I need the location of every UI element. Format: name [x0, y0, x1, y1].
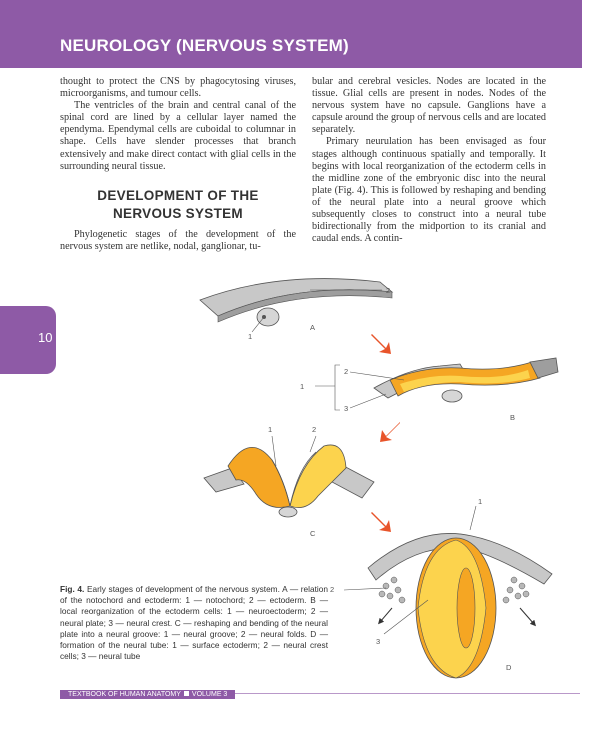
stage-d-label-2: 2: [330, 585, 334, 594]
stage-c-label-1: 1: [268, 425, 272, 434]
right-paragraph-2: Primary neurulation has been envisaged a…: [312, 136, 546, 245]
section-heading-line-2: NERVOUS SYSTEM: [113, 205, 243, 221]
stage-a-letter: A: [310, 323, 315, 332]
footer-book-bar: TEXTBOOK OF HUMAN ANATOMY VOLUME 3: [60, 690, 236, 699]
stage-c-notochord: [278, 506, 298, 518]
stage-d-surface-ectoderm: [367, 533, 553, 585]
chapter-title: NEUROLOGY (NERVOUS SYSTEM): [60, 36, 349, 55]
left-text-column: thought to protect the CNS by phagocytos…: [60, 76, 296, 253]
stage-d-label-1: 1: [478, 497, 482, 506]
stage-b-neural-plate-inner: [400, 370, 530, 392]
stage-b-letter: B: [510, 413, 515, 422]
right-text-column: bular and cerebral vesicles. Nodes are l…: [312, 76, 546, 245]
section-heading: DEVELOPMENT OF THE NERVOUS SYSTEM: [60, 187, 296, 223]
stage-d-neural-crest-cells: [378, 576, 530, 604]
footer-rule: [60, 693, 580, 694]
stage-arrow-3: [371, 512, 391, 532]
stage-arrow-2: [380, 422, 400, 442]
left-paragraph-2: The ventricles of the brain and central …: [60, 100, 296, 172]
left-paragraph-1: thought to protect the CNS by phagocytos…: [60, 76, 296, 100]
stage-c-label-2: 2: [312, 425, 316, 434]
stage-c-letter: C: [310, 529, 316, 538]
stage-c-diagram: 1 2 C: [203, 425, 375, 538]
stage-d-letter: D: [506, 663, 512, 672]
stage-b-label-1: 1: [300, 382, 304, 391]
section-heading-line-1: DEVELOPMENT OF THE: [97, 187, 259, 203]
stage-c-neural-fold-right: [289, 444, 347, 509]
stage-b-label-3: 3: [344, 404, 348, 413]
page-number: 10: [38, 330, 53, 345]
figure-caption: Fig. 4. Early stages of development of t…: [60, 584, 328, 662]
figure-4-illustration: 1 2 A 1 2 3 B 1 2 C: [199, 278, 559, 679]
stage-a-diagram: 1 2 A: [199, 278, 394, 341]
figure-caption-label: Fig. 4.: [60, 584, 85, 594]
stage-d-neural-canal: [456, 567, 476, 649]
stage-a-label-2: 2: [386, 286, 390, 295]
chapter-header: NEUROLOGY (NERVOUS SYSTEM): [0, 0, 582, 68]
stage-d-label-3: 3: [376, 637, 380, 646]
footer-volume: VOLUME 3: [191, 691, 228, 698]
stage-arrow-1: [371, 334, 391, 354]
stage-b-notochord: [441, 389, 463, 403]
stage-c-neural-groove: [271, 451, 317, 507]
right-paragraph-1: bular and cerebral vesicles. Nodes are l…: [312, 76, 546, 136]
figure-caption-text: Early stages of development of the nervo…: [60, 584, 328, 662]
stage-b-ectoderm-right: [529, 357, 559, 379]
stage-a-notochord: [256, 307, 280, 327]
page-number-tab: 10: [0, 306, 56, 374]
stage-a-label-1: 1: [248, 332, 252, 341]
left-paragraph-3: Phylogenetic stages of the development o…: [60, 228, 296, 252]
footer-book-title: TEXTBOOK OF HUMAN ANATOMY: [68, 691, 181, 698]
footer-separator-square: [183, 691, 189, 696]
stage-b-label-2: 2: [344, 367, 348, 376]
stage-d-diagram: 1 2 3 D: [330, 497, 553, 679]
stage-a-ectoderm-edge: [217, 289, 393, 323]
stage-b-diagram: 1 2 3 B: [300, 357, 559, 422]
